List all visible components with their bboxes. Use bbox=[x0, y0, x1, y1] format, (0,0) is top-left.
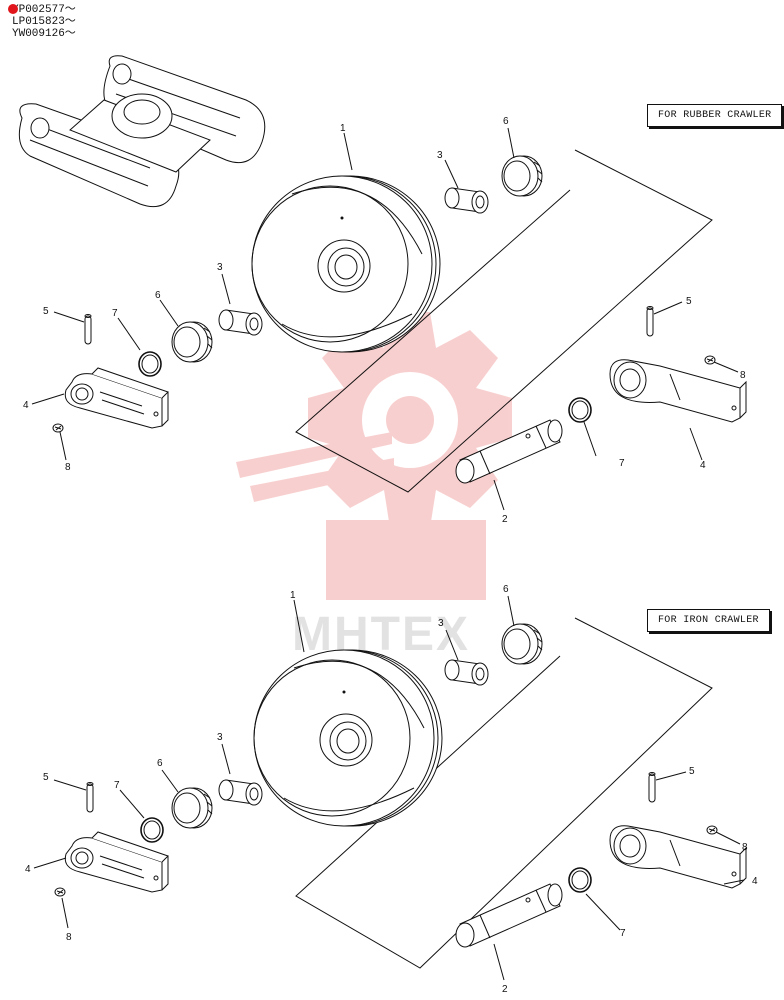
callout-number: 4 bbox=[700, 460, 706, 471]
bracket bbox=[64, 831, 169, 893]
serial-range-block: YP002577～ LP015823～ YW009126～ bbox=[8, 4, 76, 40]
floating-seal bbox=[171, 321, 213, 363]
callout-number: 1 bbox=[340, 123, 346, 134]
callout-number: 7 bbox=[114, 780, 120, 791]
idler-wheel bbox=[251, 175, 441, 353]
bolt bbox=[52, 423, 64, 433]
callout-number: 7 bbox=[619, 458, 625, 469]
bushing bbox=[444, 187, 489, 214]
bushing bbox=[444, 659, 489, 686]
serial-line: LP015823～ bbox=[12, 16, 76, 28]
callout-number: 6 bbox=[503, 116, 509, 127]
callout-number: 5 bbox=[689, 766, 695, 777]
callout-number: 8 bbox=[65, 462, 71, 473]
o-ring bbox=[138, 351, 162, 377]
floating-seal bbox=[501, 623, 543, 665]
pin bbox=[84, 314, 92, 345]
callout-number: 2 bbox=[502, 984, 508, 995]
callout-number: 5 bbox=[686, 296, 692, 307]
callout-number: 5 bbox=[43, 306, 49, 317]
bolt bbox=[54, 887, 66, 897]
bushing bbox=[218, 309, 263, 336]
bracket bbox=[609, 359, 747, 423]
callout-number: 8 bbox=[66, 932, 72, 943]
callout-number: 8 bbox=[742, 842, 748, 853]
callout-number: 6 bbox=[503, 584, 509, 595]
bracket bbox=[64, 367, 169, 429]
o-ring bbox=[568, 867, 592, 893]
callout-number: 4 bbox=[752, 876, 758, 887]
serial-line: YP002577～ bbox=[12, 4, 76, 16]
bushing bbox=[218, 779, 263, 806]
callout-number: 6 bbox=[157, 758, 163, 769]
o-ring bbox=[568, 397, 592, 423]
corner-marker-icon bbox=[8, 4, 18, 14]
assembly-envelope bbox=[295, 149, 713, 493]
floating-seal bbox=[501, 155, 543, 197]
bolt bbox=[704, 355, 716, 365]
callout-number: 3 bbox=[437, 150, 443, 161]
callout-number: 3 bbox=[217, 732, 223, 743]
callout-number: 1 bbox=[290, 590, 296, 601]
idler-wheel bbox=[253, 649, 443, 827]
o-ring bbox=[140, 817, 164, 843]
shaft bbox=[455, 883, 563, 948]
pin bbox=[648, 772, 656, 803]
crawler-thumbnail bbox=[18, 55, 266, 208]
callout-number: 4 bbox=[23, 400, 29, 411]
bracket bbox=[609, 825, 747, 889]
bolt bbox=[706, 825, 718, 835]
callout-number: 3 bbox=[438, 618, 444, 629]
pin bbox=[86, 782, 94, 813]
callout-number: 7 bbox=[112, 308, 118, 319]
section-label-iron: FOR IRON CRAWLER bbox=[647, 609, 770, 632]
callout-number: 4 bbox=[25, 864, 31, 875]
callout-number: 7 bbox=[620, 928, 626, 939]
floating-seal bbox=[171, 787, 213, 829]
callout-number: 2 bbox=[502, 514, 508, 525]
section-label-rubber: FOR RUBBER CRAWLER bbox=[647, 104, 783, 127]
serial-line: YW009126～ bbox=[12, 28, 76, 40]
callout-number: 6 bbox=[155, 290, 161, 301]
watermark-text: MHTEX bbox=[292, 608, 470, 661]
callout-number: 8 bbox=[740, 370, 746, 381]
callout-number: 5 bbox=[43, 772, 49, 783]
pin bbox=[646, 306, 654, 337]
callout-number: 3 bbox=[217, 262, 223, 273]
